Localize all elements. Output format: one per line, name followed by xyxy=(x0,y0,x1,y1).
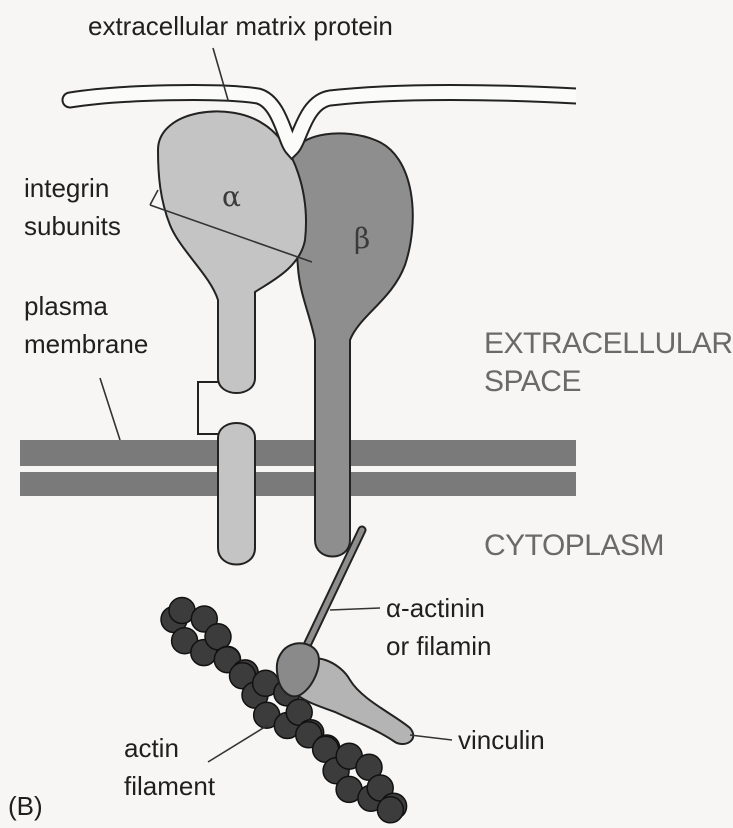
label-actin: actin xyxy=(124,734,179,763)
label-filament: filament xyxy=(124,772,215,801)
actin-monomer xyxy=(377,797,403,823)
integrin-alpha-transmembrane xyxy=(218,423,255,565)
label-cytoplasm: CYTOPLASM xyxy=(484,528,664,564)
label-membrane: membrane xyxy=(24,330,148,359)
leader-vinculin xyxy=(410,735,452,740)
disulfide-link xyxy=(198,382,218,434)
label-subunits: subunits xyxy=(24,212,121,241)
label-alpha-actinin: α-actinin xyxy=(386,594,485,623)
membrane-outer-leaflet xyxy=(20,440,576,466)
plasma-membrane xyxy=(20,440,576,496)
label-extracellular-matrix-protein: extracellular matrix protein xyxy=(88,12,393,41)
alpha-symbol: α xyxy=(222,180,241,213)
label-extracellular-space-line2: SPACE xyxy=(484,364,581,400)
leader-actin xyxy=(208,725,268,762)
beta-symbol: β xyxy=(354,222,370,255)
leader-actinin xyxy=(330,608,380,610)
label-vinculin: vinculin xyxy=(458,726,545,755)
membrane-inner-leaflet xyxy=(20,472,576,496)
leader-integrin-alpha xyxy=(150,190,158,205)
label-or-filamin: or filamin xyxy=(386,632,491,661)
label-plasma: plasma xyxy=(24,292,108,321)
label-extracellular-space-line1: EXTRACELLULAR xyxy=(484,326,733,362)
label-integrin: integrin xyxy=(24,174,109,203)
panel-label: (B) xyxy=(8,792,43,821)
leader-membrane xyxy=(100,378,120,440)
